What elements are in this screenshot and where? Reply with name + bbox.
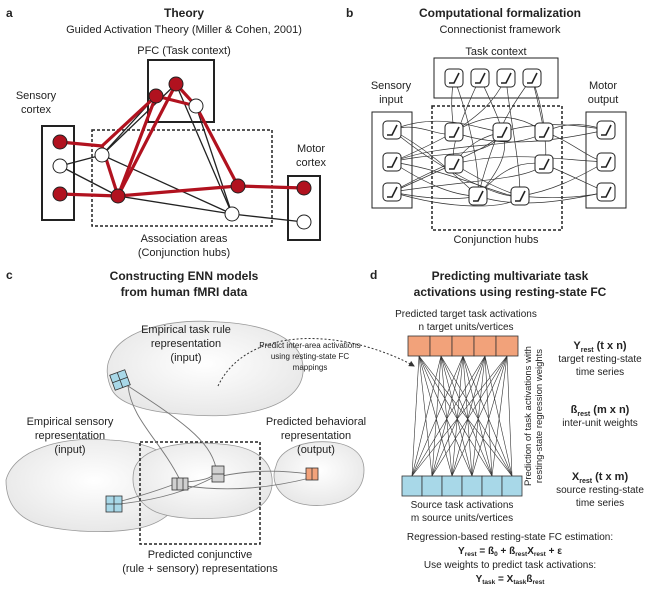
motor-cortex-label-1: Motor xyxy=(297,143,325,155)
conjunctive-label-1: Predicted conjunctive xyxy=(148,549,253,561)
panel-a: a Theory Guided Activation Theory (Mille… xyxy=(6,6,326,259)
motor-output-box xyxy=(585,111,627,209)
conjunctive-label-2: (rule + sensory) representations xyxy=(122,563,278,575)
panel-d: d Predicting multivariate task activatio… xyxy=(370,268,644,586)
source-label-2: m source units/vertices xyxy=(411,513,513,524)
network-units xyxy=(382,68,616,206)
panel-c-title-2: from human fMRI data xyxy=(121,285,248,299)
x-rest-desc-2: time series xyxy=(576,498,624,509)
predict-note-3: mappings xyxy=(293,363,328,372)
source-label-1: Source task activations xyxy=(411,500,514,511)
panel-d-title-2: activations using resting-state FC xyxy=(414,285,607,299)
use-weights-label: Use weights to predict task activations: xyxy=(424,560,596,571)
rule-grid-icon xyxy=(109,369,131,391)
sensory-rep-label-1: Empirical sensory xyxy=(27,416,114,428)
side-label-2: resting-state regression weights xyxy=(534,349,545,483)
weight-connections xyxy=(411,355,513,477)
panel-a-title: Theory xyxy=(164,6,204,20)
task-context-box xyxy=(433,57,559,99)
association-box xyxy=(91,129,273,227)
x-rest-desc-1: source resting-state xyxy=(556,485,644,496)
motor-output-label-2: output xyxy=(588,94,619,106)
panel-d-letter: d xyxy=(370,268,377,282)
panel-d-title-1: Predicting multivariate task xyxy=(432,269,589,283)
brain-behavioral xyxy=(273,441,365,506)
target-label-2: n target units/vertices xyxy=(418,322,513,333)
conjunctive-box xyxy=(139,441,261,545)
sensory-cortex-label-1: Sensory xyxy=(16,90,57,102)
beta-rest-desc: inter-unit weights xyxy=(562,418,638,429)
motor-cortex-label-2: cortex xyxy=(296,157,326,169)
association-label-2: (Conjunction hubs) xyxy=(138,247,230,259)
equation-2: Ytask = Xtaskßrest xyxy=(476,574,546,586)
target-row xyxy=(407,335,519,357)
conjunctive-grid-icon-1 xyxy=(171,477,189,491)
panel-b-letter: b xyxy=(346,6,353,20)
rule-label-2: representation xyxy=(151,338,221,350)
panel-c-letter: c xyxy=(6,268,13,282)
brain-connections xyxy=(117,385,311,505)
equation-1: Yrest = ß0 + ßrestXrest + ε xyxy=(458,546,562,558)
conjunctive-grid-icon-2 xyxy=(211,465,225,483)
conjunction-hubs-label: Conjunction hubs xyxy=(453,234,539,246)
sensory-cortex-label-2: cortex xyxy=(21,104,51,116)
association-label-1: Association areas xyxy=(141,233,228,245)
x-rest-symbol: Xrest (t x m) xyxy=(572,471,629,485)
panel-b: b Computational formalization Connection… xyxy=(346,6,627,246)
beta-rest-symbol: ßrest (m x n) xyxy=(571,404,630,418)
behavioral-label-3: (output) xyxy=(297,444,335,456)
y-rest-symbol: Yrest (t x n) xyxy=(573,340,627,354)
network-connections xyxy=(391,77,607,207)
panel-c: c Constructing ENN models from human fMR… xyxy=(5,268,415,575)
rule-label-1: Empirical task rule xyxy=(141,324,231,336)
prediction-arrow xyxy=(217,338,415,387)
behavioral-grid-icon xyxy=(305,467,319,481)
motor-output-label-1: Motor xyxy=(589,80,617,92)
predict-note-2: using resting-state FC xyxy=(271,352,349,361)
graph-nodes xyxy=(52,76,312,230)
pfc-label: PFC (Task context) xyxy=(137,45,231,57)
y-rest-desc-1: target resting-state xyxy=(558,354,642,365)
task-context-label: Task context xyxy=(465,46,526,58)
sensory-input-box xyxy=(371,111,413,209)
conjunction-hubs-box xyxy=(431,105,563,231)
behavioral-label-2: representation xyxy=(281,430,351,442)
predict-note-1: Predict inter-area activations xyxy=(259,341,360,350)
side-label-1: Prediction of task activations with xyxy=(523,346,534,486)
pfc-box xyxy=(147,59,215,123)
panel-b-subtitle: Connectionist framework xyxy=(439,24,561,36)
regression-label: Regression-based resting-state FC estima… xyxy=(407,532,613,543)
y-rest-desc-2: time series xyxy=(576,367,624,378)
sensory-input-label-1: Sensory xyxy=(371,80,412,92)
source-row xyxy=(401,475,523,497)
rule-label-3: (input) xyxy=(170,352,201,364)
brain-conjunctive xyxy=(132,442,273,520)
panel-a-letter: a xyxy=(6,6,13,20)
target-label-1: Predicted target task activations xyxy=(395,309,537,320)
sensory-rep-label-2: representation xyxy=(35,430,105,442)
panel-a-subtitle: Guided Activation Theory (Miller & Cohen… xyxy=(66,24,302,36)
panel-c-title-1: Constructing ENN models xyxy=(110,269,259,283)
sensory-input-label-2: input xyxy=(379,94,403,106)
sensory-grid-icon xyxy=(105,495,123,513)
red-connections xyxy=(59,82,305,198)
behavioral-label-1: Predicted behavioral xyxy=(266,416,366,428)
sensory-rep-label-3: (input) xyxy=(54,444,85,456)
brain-rule xyxy=(106,320,304,417)
motor-cortex-box xyxy=(287,175,321,241)
panel-b-title: Computational formalization xyxy=(419,6,581,20)
